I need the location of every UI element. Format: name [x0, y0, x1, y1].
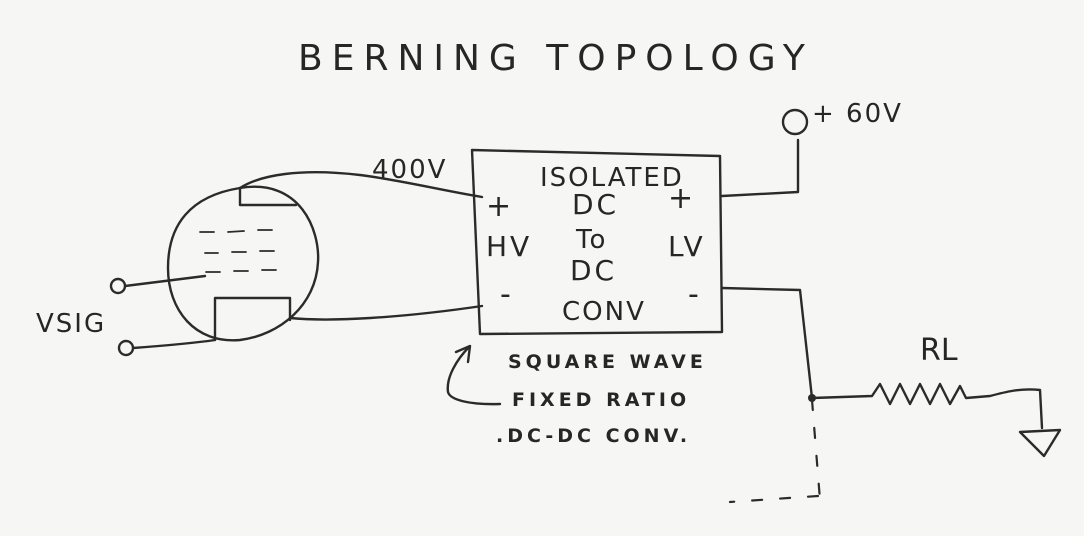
hv-plus-sign: +: [486, 189, 511, 224]
return-input-wire: [131, 338, 217, 350]
hv-plus-wire: [238, 171, 484, 199]
hv-voltage-label: 400V: [372, 155, 447, 185]
hv-label: HV: [486, 230, 532, 263]
grid-input-wire: [123, 274, 207, 288]
load-resistor: [810, 382, 1044, 430]
lv-minus-wire: [720, 286, 814, 400]
converter-line-isolated: ISOLATED: [540, 163, 684, 193]
tube-envelope: [166, 185, 320, 342]
tube-cathode: [213, 296, 292, 342]
note-line-1: SQUARE WAVE: [508, 351, 707, 373]
ground-symbol: [1018, 428, 1062, 458]
hv-minus-sign: -: [500, 277, 511, 312]
supply-label: + 60V: [812, 99, 903, 129]
note-line-3: .DC-DC CONV.: [496, 425, 691, 447]
note-line-2: FIXED RATIO: [512, 389, 690, 411]
note-arrow: [446, 344, 502, 406]
converter-line-dc2: DC: [570, 254, 617, 287]
supply-terminal: [781, 108, 809, 136]
load-label: RL: [920, 333, 958, 368]
lv-minus-sign: -: [688, 277, 699, 312]
converter-line-to: To: [575, 225, 607, 255]
return-input-terminal: [117, 339, 135, 357]
dashed-return-path: [728, 398, 822, 504]
tube-grid: [199, 229, 277, 273]
diagram-title: BERNING TOPOLOGY: [298, 38, 814, 79]
converter-line-dc1: DC: [572, 188, 619, 221]
converter-box: [470, 148, 724, 336]
hv-minus-wire: [288, 304, 484, 321]
input-label: VSIG: [36, 309, 106, 339]
lv-plus-sign: +: [668, 181, 693, 216]
converter-line-conv: CONV: [562, 297, 646, 327]
lv-plus-wire: [720, 138, 800, 198]
lv-label: LV: [668, 230, 706, 263]
grid-input-terminal: [109, 277, 127, 295]
tube-plate: [238, 186, 298, 207]
